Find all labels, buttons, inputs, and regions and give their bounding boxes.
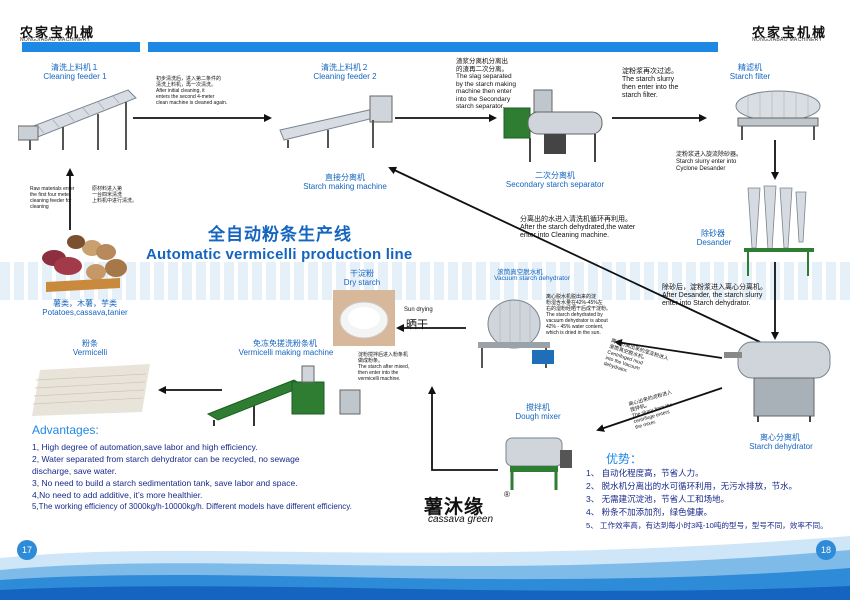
note-sun-en: Sun drying xyxy=(404,307,433,313)
label-vacuum-dehydrator-cn: 滚筒真空脱水机 xyxy=(497,269,543,276)
label-dry-starch-en: Dry starch xyxy=(343,278,381,287)
label-secondary-separator-en: Secondary starch separator xyxy=(505,180,605,189)
brand-sub-right: NONGJIABAO MACHINERY xyxy=(752,37,823,43)
logo-cn: 薯沐缘 xyxy=(424,497,485,518)
advantage-cn-item: 2、 脱水机分离出的水可循环利用，无污水排放，节水。 xyxy=(586,481,798,491)
starch-filter-image xyxy=(735,90,821,140)
label-desander-cn: 除砂器 xyxy=(701,229,725,238)
note-desander-out: 除砂后，淀粉浆进入离心分离机。After Desander, the starc… xyxy=(662,284,767,307)
vermicelli-image xyxy=(32,364,150,416)
brand-name-right: 农家宝机械 xyxy=(752,25,828,40)
advantages-cn-list: 1、 自动化程度高，节省人力。 2、 脱水机分离出的水可循环利用，无污水排放，节… xyxy=(586,467,848,532)
label-vermicelli-en: Vermicelli xyxy=(72,348,108,357)
brand-name-left: 农家宝机械 xyxy=(20,25,96,40)
label-cleaning-feeder-2-en: Cleaning feeder 2 xyxy=(313,72,377,81)
desander-image xyxy=(744,185,814,276)
advantage-en-item: discharge, save water. xyxy=(32,466,117,476)
label-mixer-en: Dough mixer xyxy=(515,412,561,421)
advantage-en-item: 2, Water separated from starch dehydrato… xyxy=(32,454,300,464)
label-starch-filter-en: Starch filter xyxy=(729,72,771,81)
advantage-cn-item: 5、 工作效率高，有达到每小时3吨-10吨的型号，型号不同，效率不同。 xyxy=(586,521,828,530)
note-sun-cn: 晒干 xyxy=(406,319,428,331)
advantage-cn-item: 4、 粉条不加添加剂，绿色健康。 xyxy=(586,507,713,517)
label-cleaning-feeder-1-en: Cleaning feeder 1 xyxy=(43,72,107,81)
logo-en: cassava green xyxy=(428,514,494,525)
advantage-en-item: 4,No need to add additive, it’s more hea… xyxy=(32,490,203,500)
dry-starch-image xyxy=(333,290,395,346)
advantages-en-list: 1, High degree of automation,save labor … xyxy=(32,441,422,513)
header-bar-left xyxy=(22,42,140,52)
label-vermicelli-cn: 粉条 xyxy=(82,339,98,348)
label-secondary-separator-cn: 二次分离机 xyxy=(535,171,575,180)
label-raw-en: Potatoes,cassava,tanier xyxy=(42,308,128,317)
label-starch-dehydrator-en: Starch dehydrator xyxy=(749,442,813,451)
cleaning-feeder-1-image xyxy=(18,89,137,150)
label-starch-dehydrator-cn: 离心分离机 xyxy=(760,433,800,442)
advantage-cn-item: 1、 自动化程度高，节省人力。 xyxy=(586,468,704,478)
starch-dehydrator-image xyxy=(724,341,831,422)
title-cn: 全自动粉条生产线 xyxy=(208,225,352,244)
label-starch-filter-cn: 精滤机 xyxy=(738,63,762,72)
vermicelli-machine-image xyxy=(206,365,361,426)
note-water-back: 分离出的水进入清洗机循环再利用。After the starch dehydra… xyxy=(520,216,636,239)
label-vm-en: Vermicelli making machine xyxy=(238,348,334,357)
advantage-en-item: 5,The working efficiency of 3000kg/h-100… xyxy=(32,502,352,511)
advantages-cn-heading: 优势： xyxy=(606,452,643,466)
header-bar-main xyxy=(148,42,718,52)
cleaning-feeder-2-image xyxy=(279,95,393,148)
logo-mark: ® xyxy=(504,490,510,499)
label-raw-cn: 薯类，木薯，芋类 xyxy=(53,299,117,308)
title-en: Automatic vermicelli production line xyxy=(146,246,413,263)
raw-materials-image xyxy=(42,235,127,292)
page-number-right: 18 xyxy=(816,540,836,560)
advantage-en-item: 1, High degree of automation,save labor … xyxy=(32,442,258,452)
page-number-left: 17 xyxy=(17,540,37,560)
background-stripes xyxy=(0,262,850,300)
label-starch-making-en: Starch making machine xyxy=(303,182,387,191)
brand-sub-left: NONGJIABAO MACHINERY xyxy=(20,37,91,43)
label-vacuum-dehydrator-en: Vacuum starch dehydrator xyxy=(494,275,570,282)
note-mix: 淀粉搅拌后进入粉条机做成粉条。The starch after mixed,th… xyxy=(358,352,410,382)
advantage-en-item: 3, No need to build a starch sedimentati… xyxy=(32,478,298,488)
dough-mixer-image xyxy=(505,437,572,490)
label-dry-starch-cn: 干淀粉 xyxy=(350,269,374,278)
advantages-en-heading: Advantages: xyxy=(32,423,99,437)
note-vacuum: 离心脱水机脱出来的淀粉湿含水量在42%-45%左右的湿粉经晒干后成干淀粉。The… xyxy=(546,294,612,336)
label-mixer-cn: 搅拌机 xyxy=(526,403,550,412)
label-cleaning-feeder-2-cn: 清洗上料机２ xyxy=(321,63,369,72)
vacuum-dehydrator-image xyxy=(478,299,554,368)
advantage-cn-item: 3、 无需建沉淀池，节省人工和场地。 xyxy=(586,494,730,504)
secondary-separator-image xyxy=(503,89,603,162)
label-vm-cn: 免冻免搓洗粉条机 xyxy=(253,339,317,348)
label-starch-making-cn: 直接分离机 xyxy=(325,173,365,182)
label-cleaning-feeder-1-cn: 清洗上料机１ xyxy=(51,63,99,72)
note-raw-cn: 原材料进入第一台四米清洗上料机中进行清洗。 xyxy=(92,186,138,204)
note-cf1-to-cf2: 初步清洗后，进入第二条件的清洗上料机，再一次清洗。After initial c… xyxy=(156,76,228,106)
bottom-wave xyxy=(0,536,850,600)
label-desander-en: Desander xyxy=(696,238,732,247)
